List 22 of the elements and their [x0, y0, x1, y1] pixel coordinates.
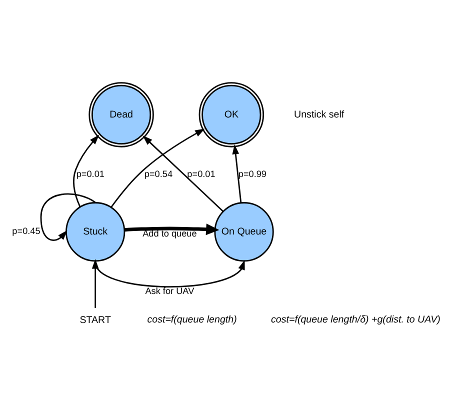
arrow [124, 224, 220, 236]
label: cost=f(queue length) [147, 314, 237, 326]
node-circle: OK [198, 82, 264, 148]
label: cost=f(queue length/δ) +g(dist. to UAV) [271, 314, 440, 326]
arrow [142, 136, 224, 212]
arrow [73, 134, 100, 208]
arrow [94, 260, 245, 288]
arrow [40, 193, 96, 241]
node-text: START [80, 315, 111, 326]
edge-label: p=0.54 [144, 169, 173, 180]
edge-label: Add to queue [142, 228, 197, 238]
arrow [110, 128, 205, 208]
edge-label: Ask for UAV [145, 286, 194, 296]
arrow [92, 258, 99, 308]
edge-label: p=0.45 [12, 226, 40, 236]
node-circle: On Queue [214, 202, 274, 262]
edge-label: p=0.01 [76, 169, 104, 180]
edge-label: p=0.99 [238, 169, 267, 180]
node-circle: Stuck [66, 202, 126, 262]
arrow [232, 144, 242, 203]
label: Unstick self [294, 109, 344, 120]
edge-label: p=0.01 [187, 169, 216, 180]
